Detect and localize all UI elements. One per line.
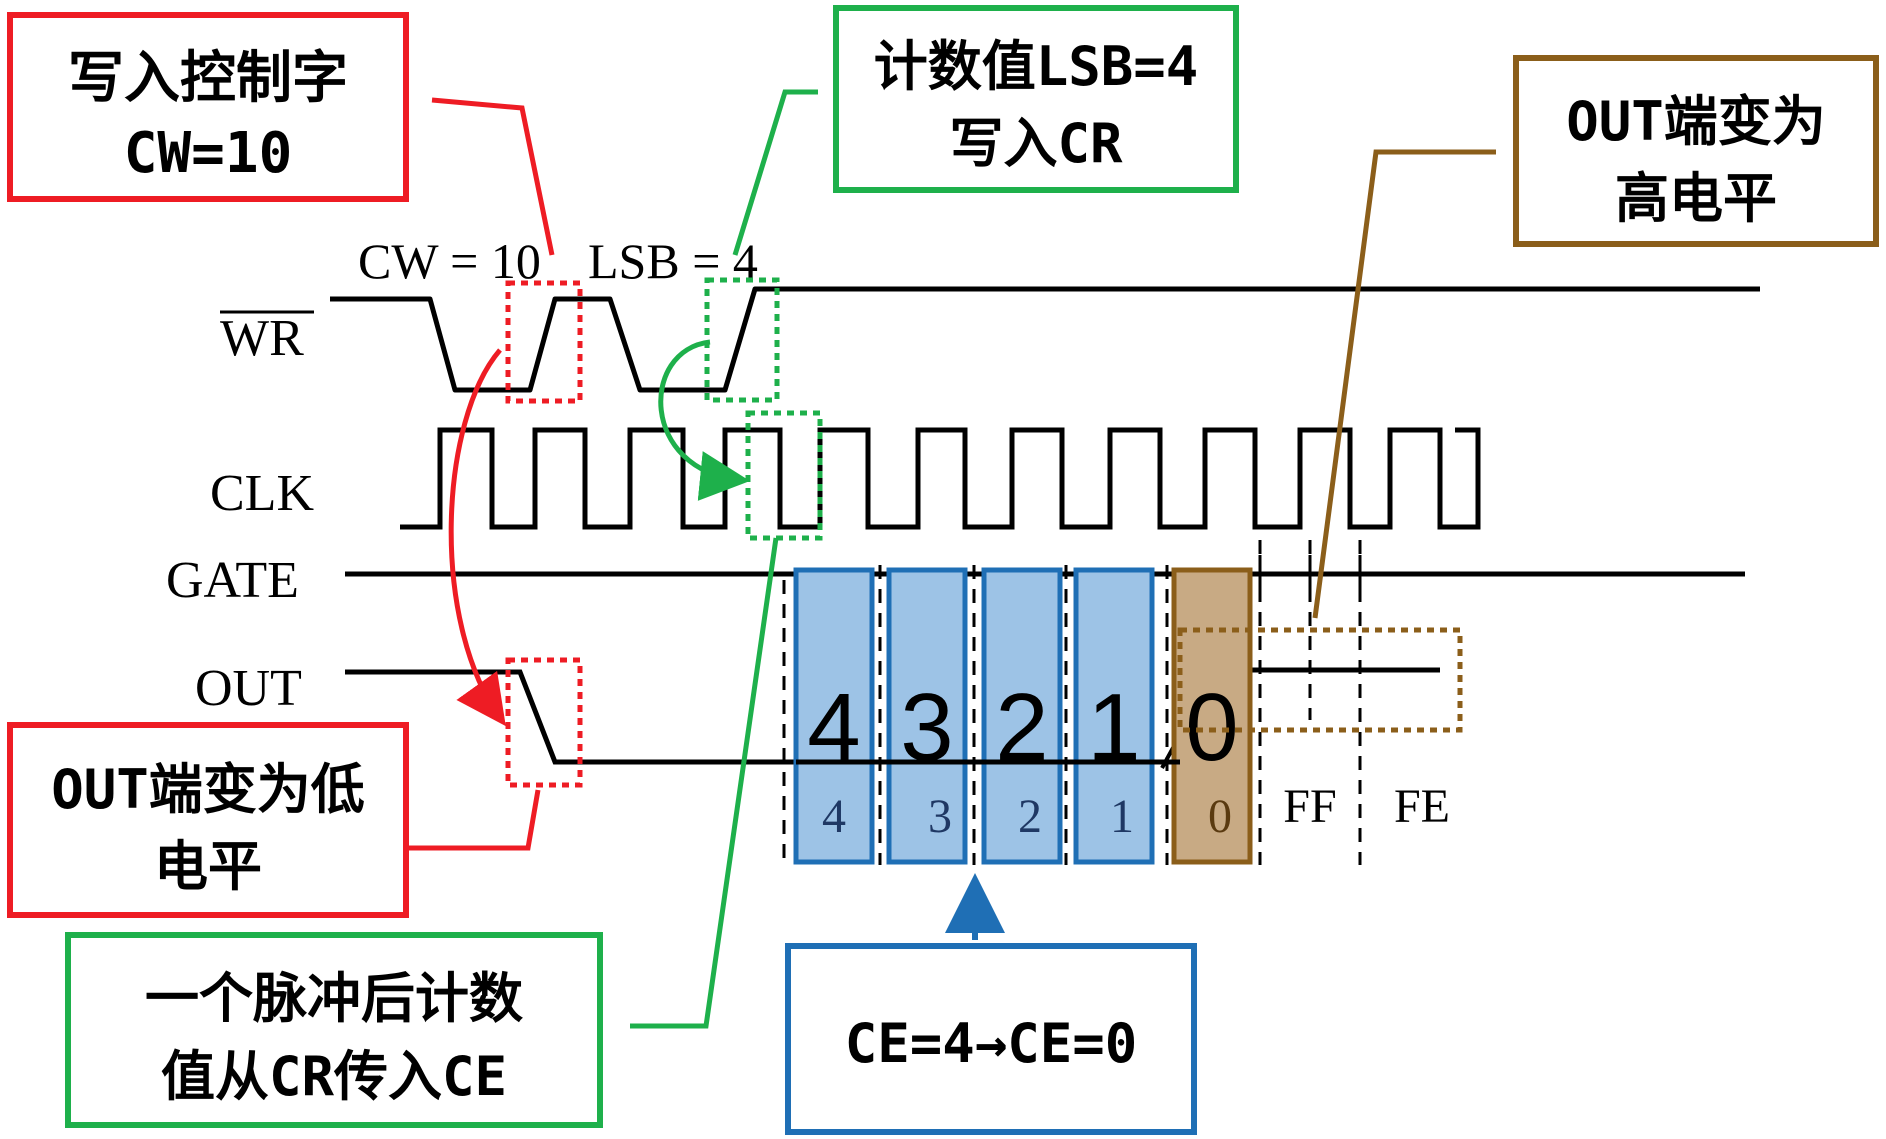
callout-pulse-ce-line1: 一个脉冲后计数 xyxy=(145,967,523,1030)
arrow-cw-to-out xyxy=(448,348,506,727)
wr-lsb-highlight xyxy=(704,277,780,403)
counter-block-0 xyxy=(1171,567,1253,865)
clk-waveform xyxy=(400,427,1481,530)
annotation-lsb: LSB = 4 xyxy=(588,233,758,289)
signal-label-wr: WR xyxy=(220,310,304,367)
callout-pulse-ce-line2: 值从CR传入CE xyxy=(161,1045,507,1108)
connector-lsb-write xyxy=(732,89,818,256)
callout-lsb-write: 计数值LSB=4 写入CR xyxy=(833,5,1239,193)
signal-label-clk: CLK xyxy=(210,465,314,522)
small-digit-2: 2 xyxy=(1018,790,1042,843)
callout-out-low: OUT端变为低 电平 xyxy=(7,722,409,918)
callout-write-cw-line2: CW=10 xyxy=(124,121,293,186)
connector-write-cw xyxy=(431,97,555,256)
callout-ce-change: CE=4→CE=0 xyxy=(785,943,1197,1135)
connector-out-low xyxy=(408,789,541,851)
counter-block-1 xyxy=(1073,567,1155,865)
big-digit-4: 4 xyxy=(807,674,860,781)
callout-out-high-line1: OUT端变为 xyxy=(1566,90,1826,153)
counter-block-3 xyxy=(886,567,968,865)
callout-out-high-line2: 高电平 xyxy=(1615,167,1777,230)
annotation-cw: CW = 10 xyxy=(358,233,541,289)
callout-write-cw: 写入控制字 CW=10 xyxy=(7,12,409,202)
big-digit-2: 2 xyxy=(995,674,1048,781)
small-digit-ff: FF xyxy=(1283,780,1336,833)
callout-out-low-line2: 电平 xyxy=(154,835,262,898)
callout-lsb-write-line1: 计数值LSB=4 xyxy=(874,35,1199,98)
connector-pulse-ce xyxy=(630,537,779,1029)
small-digit-3: 3 xyxy=(928,790,952,843)
counter-block-4 xyxy=(793,567,875,865)
connector-out-high xyxy=(1312,149,1496,619)
big-digit-1: 1 xyxy=(1087,674,1140,781)
out-low-highlight xyxy=(505,657,583,788)
callout-pulse-ce: 一个脉冲后计数 值从CR传入CE xyxy=(65,932,603,1128)
callout-write-cw-line1: 写入控制字 xyxy=(68,46,348,111)
wr-waveform xyxy=(330,286,1760,393)
signal-label-out: OUT xyxy=(195,660,302,717)
callout-ce-change-text: CE=4→CE=0 xyxy=(845,1012,1138,1075)
small-digit-1: 1 xyxy=(1110,790,1134,843)
arrow-lsb-to-clk xyxy=(658,339,750,501)
callout-lsb-write-line2: 写入CR xyxy=(949,112,1123,175)
wr-cw-highlight xyxy=(505,280,583,404)
callout-out-high: OUT端变为 高电平 xyxy=(1513,55,1879,247)
signal-label-gate: GATE xyxy=(166,552,299,609)
small-digit-4: 4 xyxy=(822,790,846,843)
small-digit-0: 0 xyxy=(1208,790,1232,843)
out-high-highlight xyxy=(1177,627,1463,733)
callout-out-low-line1: OUT端变为低 xyxy=(51,758,365,821)
gate-ticks xyxy=(1258,555,1362,595)
small-digit-fe: FE xyxy=(1394,780,1450,833)
counter-block-2 xyxy=(981,567,1063,865)
big-digit-3: 3 xyxy=(900,674,953,781)
